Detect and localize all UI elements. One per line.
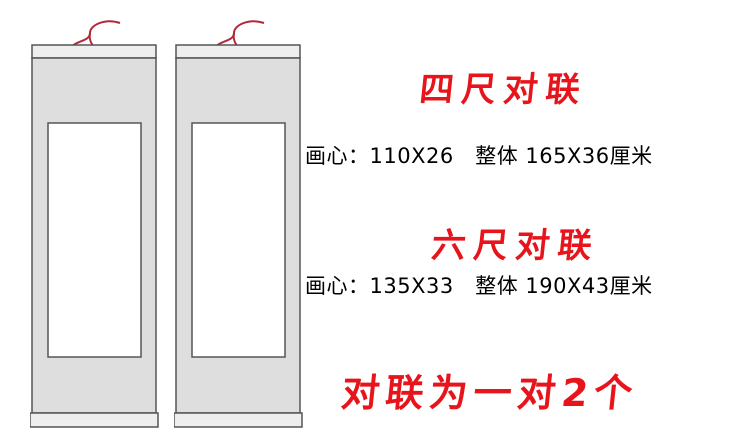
right-scroll [174,15,304,443]
blank-panel [47,122,142,358]
blank-panel [191,122,286,358]
four-chi-title: 四尺对联 [417,70,590,110]
bottom-rod [30,412,159,428]
six-chi-spec: 画心：135X33 整体 190X43厘米 [305,274,653,298]
left-scroll [30,15,160,443]
scroll-illustration [174,20,303,428]
four-chi-spec: 画心：110X26 整体 165X36厘米 [305,144,653,168]
scroll-illustration [30,20,159,428]
top-rod [31,44,157,59]
bottom-rod [174,412,303,428]
six-chi-title: 六尺对联 [429,226,602,266]
pair-note: 对联为一对2个 [339,371,641,415]
top-rod [175,44,301,59]
